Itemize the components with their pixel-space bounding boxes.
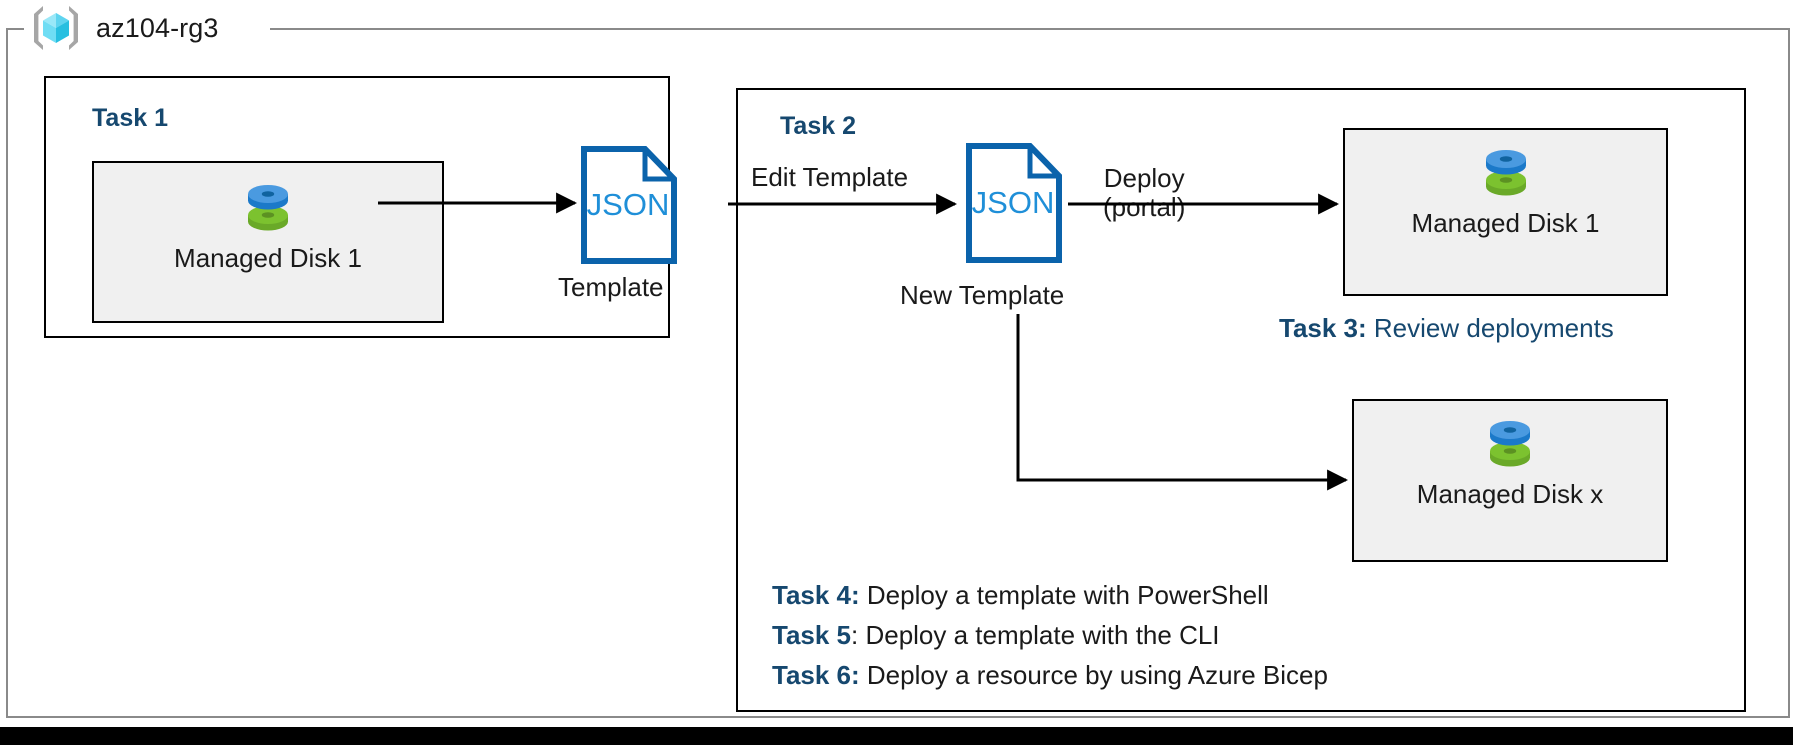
svg-text:JSON: JSON: [587, 187, 670, 222]
new-template-caption: New Template: [900, 280, 1065, 310]
resource-group-frame: [6, 28, 1790, 718]
azure-resource-group-cube-icon: [30, 3, 82, 53]
deploy-label-line-1: Deploy: [1103, 163, 1185, 193]
note-task-6-body: Deploy a resource by using Azure Bicep: [866, 660, 1328, 690]
note-task-5: Task 5: Deploy a template with the CLI: [772, 620, 1220, 651]
managed-disk-1-card-task1: Managed Disk 1: [92, 161, 444, 323]
note-task-4-body: Deploy a template with PowerShell: [866, 580, 1269, 610]
deploy-label-line-2: (portal): [1103, 191, 1186, 222]
task-2-heading: Task 2: [780, 112, 856, 140]
note-task-5-body: : Deploy a template with the CLI: [851, 620, 1220, 650]
managed-disk-x-card: Managed Disk x: [1352, 399, 1668, 562]
note-task-5-tag: Task 5: [772, 620, 852, 650]
bottom-bar: [0, 727, 1793, 745]
resource-group-frame-top-left: [6, 28, 24, 30]
deploy-portal-edge-label: Deploy (portal): [1103, 164, 1185, 221]
note-task-4-tag: Task 4:: [772, 580, 867, 610]
resource-group-header: az104-rg3: [30, 0, 229, 56]
note-task-4: Task 4: Deploy a template with PowerShel…: [772, 580, 1269, 611]
note-task-3-tag: Task 3:: [1279, 313, 1374, 343]
json-document-icon-template: JSON: [581, 146, 677, 264]
managed-disk-1-label-task1: Managed Disk 1: [174, 243, 362, 273]
template-caption: Template: [558, 272, 664, 302]
task-1-heading: Task 1: [92, 104, 168, 132]
note-task-3: Task 3: Review deployments: [1279, 313, 1614, 344]
resource-group-name: az104-rg3: [96, 12, 219, 43]
note-task-3-body: Review deployments: [1373, 313, 1614, 343]
managed-disk-1-label-task2: Managed Disk 1: [1411, 208, 1600, 238]
edit-template-edge-label: Edit Template: [751, 162, 909, 192]
resource-group-frame-top-right: [270, 28, 1790, 30]
managed-disk-x-label: Managed Disk x: [1416, 479, 1604, 509]
managed-disk-icon: [1477, 142, 1535, 204]
note-task-6-tag: Task 6:: [772, 660, 867, 690]
note-task-6: Task 6: Deploy a resource by using Azure…: [772, 660, 1328, 691]
managed-disk-1-card-task2: Managed Disk 1: [1343, 128, 1668, 296]
managed-disk-icon: [239, 177, 297, 239]
managed-disk-icon: [1481, 413, 1539, 475]
svg-text:JSON: JSON: [972, 185, 1055, 220]
json-document-icon-new-template: JSON: [966, 143, 1062, 263]
